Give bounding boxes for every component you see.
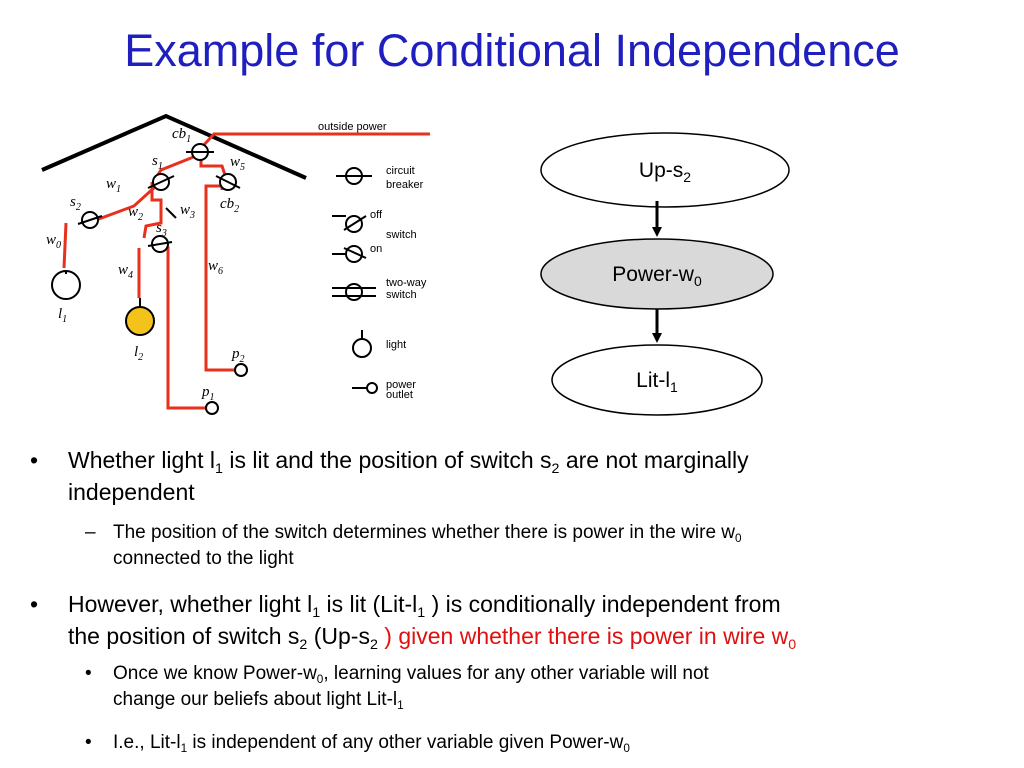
- svg-text:Power-w0: Power-w0: [612, 263, 702, 289]
- belief-network: Up-s2 Power-w0 Lit-l1: [540, 132, 790, 416]
- switch-symbols: [51, 143, 248, 415]
- node-label-lit-l1: Lit-l: [636, 369, 670, 392]
- svg-text:w0: w0: [46, 232, 61, 251]
- bullet-1: • Whether light l1 is lit and the positi…: [30, 444, 988, 508]
- svg-text:p2: p2: [231, 346, 245, 365]
- svg-text:cb1: cb1: [172, 126, 191, 145]
- svg-text:on: on: [370, 243, 382, 255]
- house-roof: [41, 113, 307, 180]
- svg-text:s3: s3: [156, 220, 167, 239]
- sub-bullet-2b: • I.e., Lit-l1 is independent of any oth…: [85, 732, 630, 756]
- node-label-power-w0: Power-w: [612, 263, 695, 286]
- svg-text:switch: switch: [386, 229, 417, 241]
- bullet-mark: •: [30, 591, 39, 617]
- svg-text:two-way: two-way: [386, 277, 427, 289]
- bullet-mark: •: [85, 732, 92, 753]
- svg-text:breaker: breaker: [386, 179, 424, 191]
- svg-text:l2: l2: [134, 344, 143, 363]
- bullet-mark: •: [85, 663, 92, 684]
- svg-text:power: power: [386, 379, 416, 391]
- dash-mark: –: [85, 522, 96, 543]
- svg-text:light: light: [386, 339, 406, 351]
- svg-text:w3: w3: [180, 202, 195, 221]
- svg-text:Lit-l1: Lit-l1: [636, 369, 678, 395]
- bullet-mark: •: [30, 447, 39, 473]
- svg-text:w4: w4: [118, 262, 133, 281]
- sub-bullet-2a: • Once we know Power-w0, learning values…: [85, 663, 709, 713]
- svg-text:p1: p1: [201, 384, 215, 403]
- sub-bullet-1a: – The position of the switch determines …: [85, 522, 742, 569]
- node-up-s2: [540, 132, 790, 208]
- node-label-up-s2: Up-s: [639, 159, 683, 182]
- outlet-p1: [205, 401, 219, 415]
- svg-text:w1: w1: [106, 176, 121, 195]
- wiring-diagram: cb1 w5 cb2 s1 w1 w2 w3 s2 s3 w0 w4 w6 l1…: [41, 113, 430, 415]
- wires-black: [165, 207, 177, 219]
- svg-text:l1: l1: [58, 306, 67, 325]
- highlighted-condition: ) given whether there is power in wire w: [377, 623, 789, 649]
- svg-text:s1: s1: [152, 153, 163, 172]
- light-l1: [51, 270, 81, 300]
- svg-text:switch: switch: [386, 289, 417, 301]
- svg-text:circuit: circuit: [386, 165, 415, 177]
- legend: [332, 167, 378, 394]
- outside-power-label: outside power: [318, 121, 387, 133]
- svg-text:w5: w5: [230, 154, 245, 173]
- svg-text:outlet: outlet: [386, 389, 413, 401]
- svg-text:off: off: [370, 209, 383, 221]
- outlet-p2: [234, 363, 248, 377]
- bullet-2: • However, whether light l1 is lit (Lit-…: [30, 588, 998, 652]
- svg-text:cb2: cb2: [220, 196, 239, 215]
- node-lit-l1: [551, 344, 763, 416]
- svg-text:s2: s2: [70, 194, 81, 213]
- svg-text:w2: w2: [128, 204, 143, 223]
- slide-title: Example for Conditional Independence: [124, 25, 900, 76]
- light-l2: [125, 306, 155, 336]
- svg-text:w6: w6: [208, 258, 223, 277]
- svg-text:Up-s2: Up-s2: [639, 159, 691, 185]
